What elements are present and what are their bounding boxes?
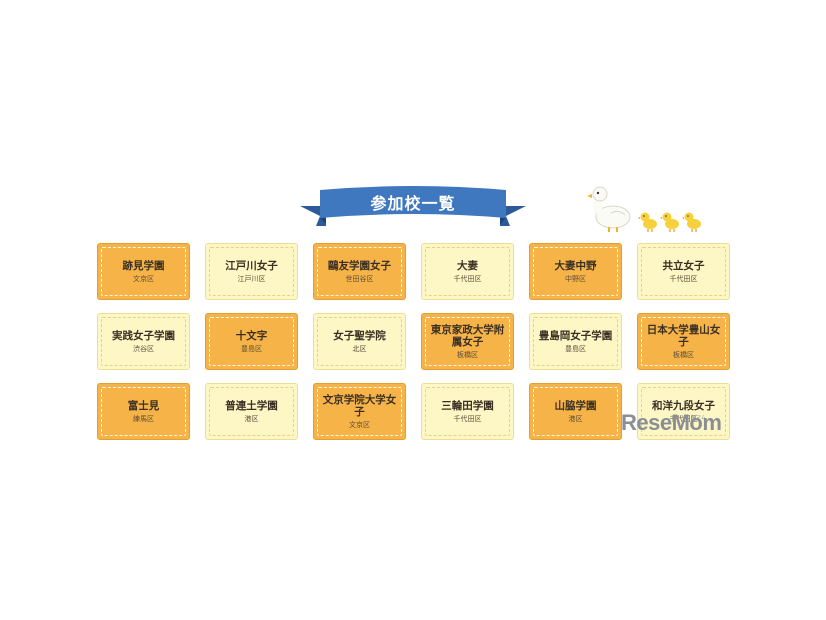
school-card: 和洋九段女子千代田区: [637, 383, 730, 440]
school-ward: 練馬区: [133, 414, 154, 423]
school-name: 大妻中野: [554, 259, 597, 272]
school-name: 鷗友学園女子: [328, 259, 391, 272]
school-card: 文京学院大学女子文京区: [313, 383, 406, 440]
school-card: 普連土学園港区: [205, 383, 298, 440]
school-card: 日本大学豊山女子板橋区: [637, 313, 730, 370]
school-ward: 千代田区: [669, 414, 698, 423]
school-card: 山脇学園港区: [529, 383, 622, 440]
school-card: 東京家政大学附属女子板橋区: [421, 313, 514, 370]
watermark-logo: ReseMom: [621, 410, 722, 435]
school-ward: 千代田区: [669, 274, 698, 283]
school-card: 大妻千代田区: [421, 243, 514, 300]
duckling-icon: [638, 212, 657, 232]
school-name: 三輪田学園: [441, 399, 494, 412]
school-ward: 豊島区: [241, 344, 262, 353]
white-duck-icon: [587, 186, 631, 232]
school-ward: 北区: [352, 344, 367, 353]
school-ward: 世田谷区: [345, 274, 374, 283]
school-name: 東京家政大学附属女子: [430, 323, 505, 348]
school-name: 豊島岡女子学園: [538, 329, 613, 342]
duckling-icon: [682, 212, 701, 232]
school-card: 共立女子千代田区: [637, 243, 730, 300]
school-grid: 跡見学園文京区江戸川女子江戸川区鷗友学園女子世田谷区大妻千代田区大妻中野中野区共…: [97, 243, 730, 441]
school-name: 共立女子: [662, 259, 705, 272]
duckling-icon: [660, 212, 679, 232]
page-title: 参加校一覧: [370, 194, 456, 213]
watermark-caption: リセマム: [686, 415, 707, 421]
school-ward: 千代田区: [453, 414, 482, 423]
school-card: 富士見練馬区: [97, 383, 190, 440]
school-ward: 豊島区: [565, 344, 586, 353]
school-ward: 文京区: [133, 274, 154, 283]
school-ward: 板橋区: [457, 350, 478, 359]
ribbon-shape: [300, 186, 526, 226]
school-card: 大妻中野中野区: [529, 243, 622, 300]
title-banner: 参加校一覧: [300, 184, 526, 226]
school-name: 十文字: [235, 329, 268, 342]
school-card: 三輪田学園千代田区: [421, 383, 514, 440]
school-name: 和洋九段女子: [652, 399, 715, 412]
school-name: 大妻: [457, 259, 478, 272]
school-name: 山脇学園: [554, 399, 597, 412]
school-card: 実践女子学園渋谷区: [97, 313, 190, 370]
school-name: 江戸川女子: [225, 259, 278, 272]
school-card: 豊島岡女子学園豊島区: [529, 313, 622, 370]
school-ward: 渋谷区: [133, 344, 154, 353]
school-ward: 中野区: [565, 274, 586, 283]
school-name: 文京学院大学女子: [322, 393, 397, 418]
school-ward: 港区: [244, 414, 259, 423]
school-card: 十文字豊島区: [205, 313, 298, 370]
school-name: 実践女子学園: [112, 329, 175, 342]
school-ward: 千代田区: [453, 274, 482, 283]
school-name: 富士見: [127, 399, 160, 412]
school-card: 江戸川女子江戸川区: [205, 243, 298, 300]
school-card: 跡見学園文京区: [97, 243, 190, 300]
school-ward: 文京区: [349, 420, 370, 429]
school-ward: 港区: [568, 414, 583, 423]
school-card: 鷗友学園女子世田谷区: [313, 243, 406, 300]
school-name: 日本大学豊山女子: [646, 323, 721, 348]
school-name: 女子聖学院: [333, 329, 386, 342]
school-card: 女子聖学院北区: [313, 313, 406, 370]
school-ward: 江戸川区: [237, 274, 266, 283]
school-name: 普連土学園: [225, 399, 278, 412]
school-name: 跡見学園: [122, 259, 165, 272]
school-ward: 板橋区: [673, 350, 694, 359]
